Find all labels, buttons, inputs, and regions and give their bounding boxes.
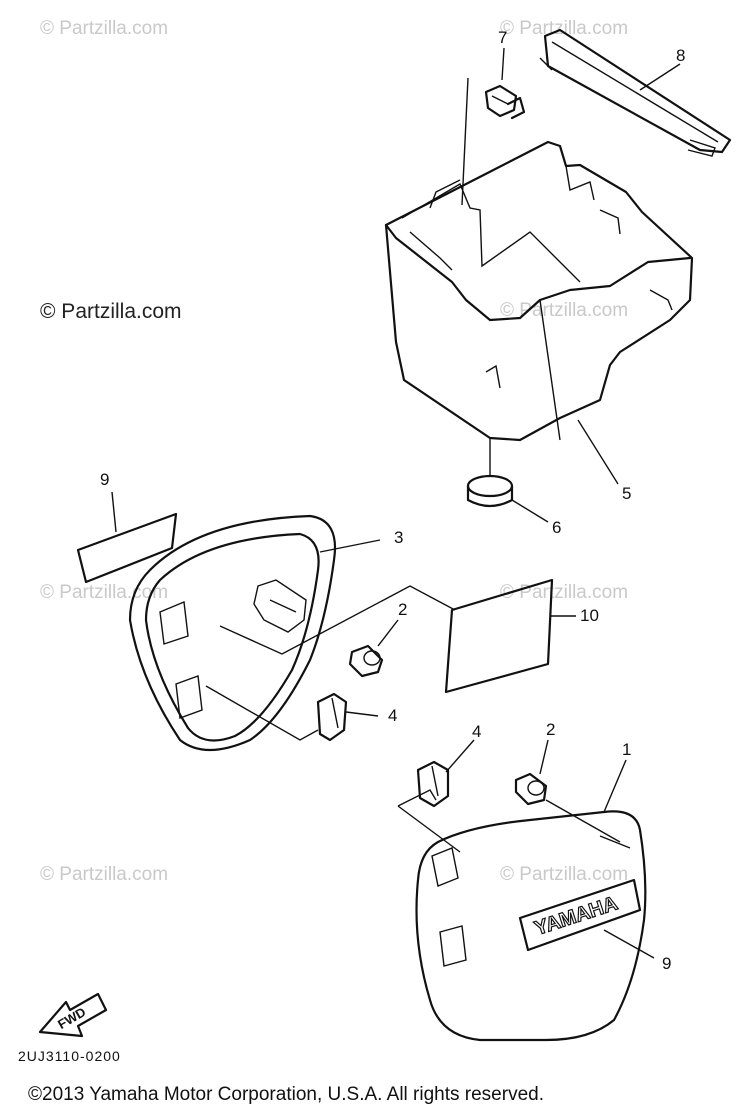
callout-1: 1	[622, 740, 632, 759]
callout-8: 8	[676, 46, 686, 65]
grommet[interactable]	[466, 438, 514, 508]
callout-5: 5	[622, 484, 632, 503]
watermark: © Partzilla.com	[40, 300, 182, 323]
decal-upper[interactable]	[76, 512, 178, 584]
watermark: © Partzilla.com	[500, 300, 629, 321]
watermark: © Partzilla.com	[500, 582, 629, 603]
leader-line	[501, 47, 505, 81]
battery-band[interactable]	[539, 28, 732, 157]
watermark: © Partzilla.com	[500, 864, 629, 885]
copyright-notice: ©2013 Yamaha Motor Corporation, U.S.A. A…	[28, 1084, 544, 1105]
leader-line	[319, 539, 381, 553]
battery-box[interactable]	[384, 140, 694, 442]
caution-label[interactable]	[444, 578, 554, 694]
damper-lower[interactable]	[514, 772, 548, 806]
leader-line	[511, 499, 549, 523]
watermark: © Partzilla.com	[40, 864, 169, 885]
leader-line	[345, 711, 379, 717]
callout-10: 10	[580, 606, 599, 625]
callout-7: 7	[498, 28, 508, 47]
watermark: © Partzilla.com	[40, 18, 169, 39]
callout-6: 6	[552, 518, 562, 537]
leader-line	[539, 739, 549, 775]
callout-2-lower: 2	[546, 720, 556, 739]
leader-line	[377, 619, 399, 647]
damper-upper[interactable]	[348, 644, 384, 678]
side-cover-right[interactable]	[415, 759, 647, 1042]
callout-4-upper: 4	[388, 706, 398, 725]
leader-line	[397, 789, 461, 853]
bolt[interactable]	[484, 84, 526, 120]
leader-line	[639, 63, 681, 91]
leader-line	[205, 685, 319, 741]
watermark: © Partzilla.com	[500, 18, 629, 39]
diagram-code: 2UJ3110-0200	[18, 1048, 121, 1064]
callout-9-upper: 9	[100, 470, 110, 489]
side-cover-left[interactable]	[128, 514, 337, 751]
callout-4-lower: 4	[472, 722, 482, 741]
leader-line	[577, 419, 619, 485]
leader-line	[445, 739, 475, 773]
leader-line	[219, 585, 456, 655]
callout-3: 3	[394, 528, 404, 547]
holder-lower[interactable]	[416, 760, 450, 808]
holder-upper[interactable]	[316, 692, 348, 742]
leader-line	[461, 77, 469, 206]
leader-line	[545, 799, 621, 843]
fwd-arrow-icon: FWD	[38, 992, 108, 1038]
leader-line	[603, 929, 655, 959]
callout-2-upper: 2	[398, 600, 408, 619]
callout-9-lower: 9	[662, 954, 672, 973]
leader-line	[111, 491, 117, 533]
watermark: © Partzilla.com	[40, 582, 169, 603]
